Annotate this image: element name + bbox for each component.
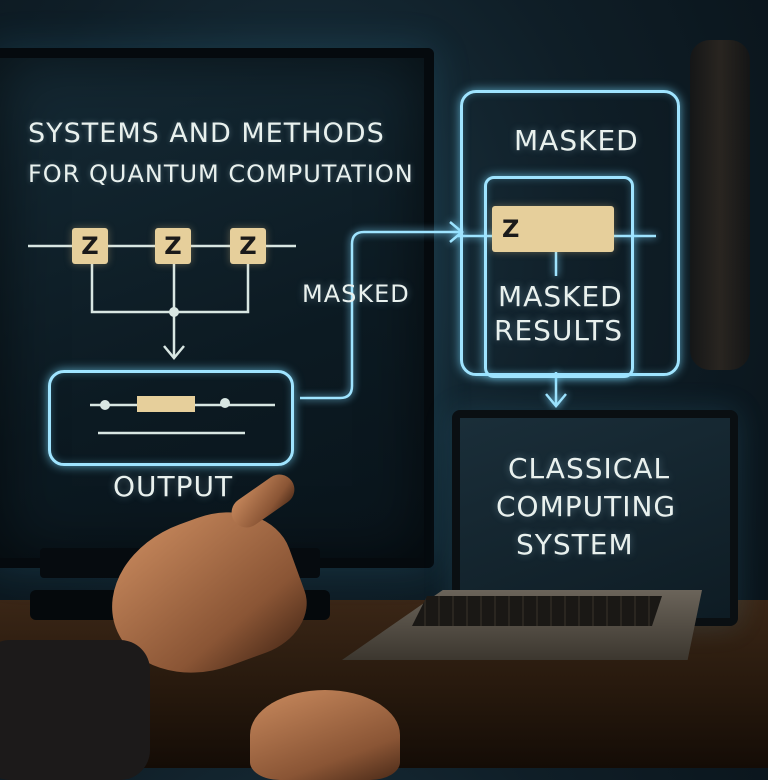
- output-label: OUTPUT: [113, 470, 234, 503]
- z-gate-2: Z: [155, 228, 191, 264]
- masked-results-line1: MASKED: [498, 280, 623, 313]
- background-lamp: [690, 40, 750, 370]
- laptop-keyboard: [412, 596, 662, 626]
- resting-hand: [250, 690, 400, 780]
- z-gate-1: Z: [72, 228, 108, 264]
- monitor-title-line2: FOR QUANTUM COMPUTATION: [28, 160, 414, 188]
- masked-panel-outer: [460, 90, 680, 376]
- sleeve: [0, 640, 150, 780]
- laptop-arrowhead: [545, 393, 567, 408]
- laptop-text-line2: COMPUTING: [496, 490, 677, 523]
- masked-z-gate: Z: [492, 206, 614, 252]
- masked-z-gate-label: Z: [502, 215, 520, 243]
- flow-masked-label: MASKED: [302, 280, 410, 308]
- output-box: [48, 370, 294, 466]
- masked-panel-title: MASKED: [514, 124, 639, 157]
- laptop-text-line1: CLASSICAL: [508, 452, 671, 485]
- masked-panel-inner: [484, 176, 634, 378]
- laptop-text-line3: SYSTEM: [516, 528, 634, 561]
- z-gate-3: Z: [230, 228, 266, 264]
- masked-results-line2: RESULTS: [494, 314, 624, 347]
- monitor-title-line1: SYSTEMS AND METHODS: [28, 118, 385, 149]
